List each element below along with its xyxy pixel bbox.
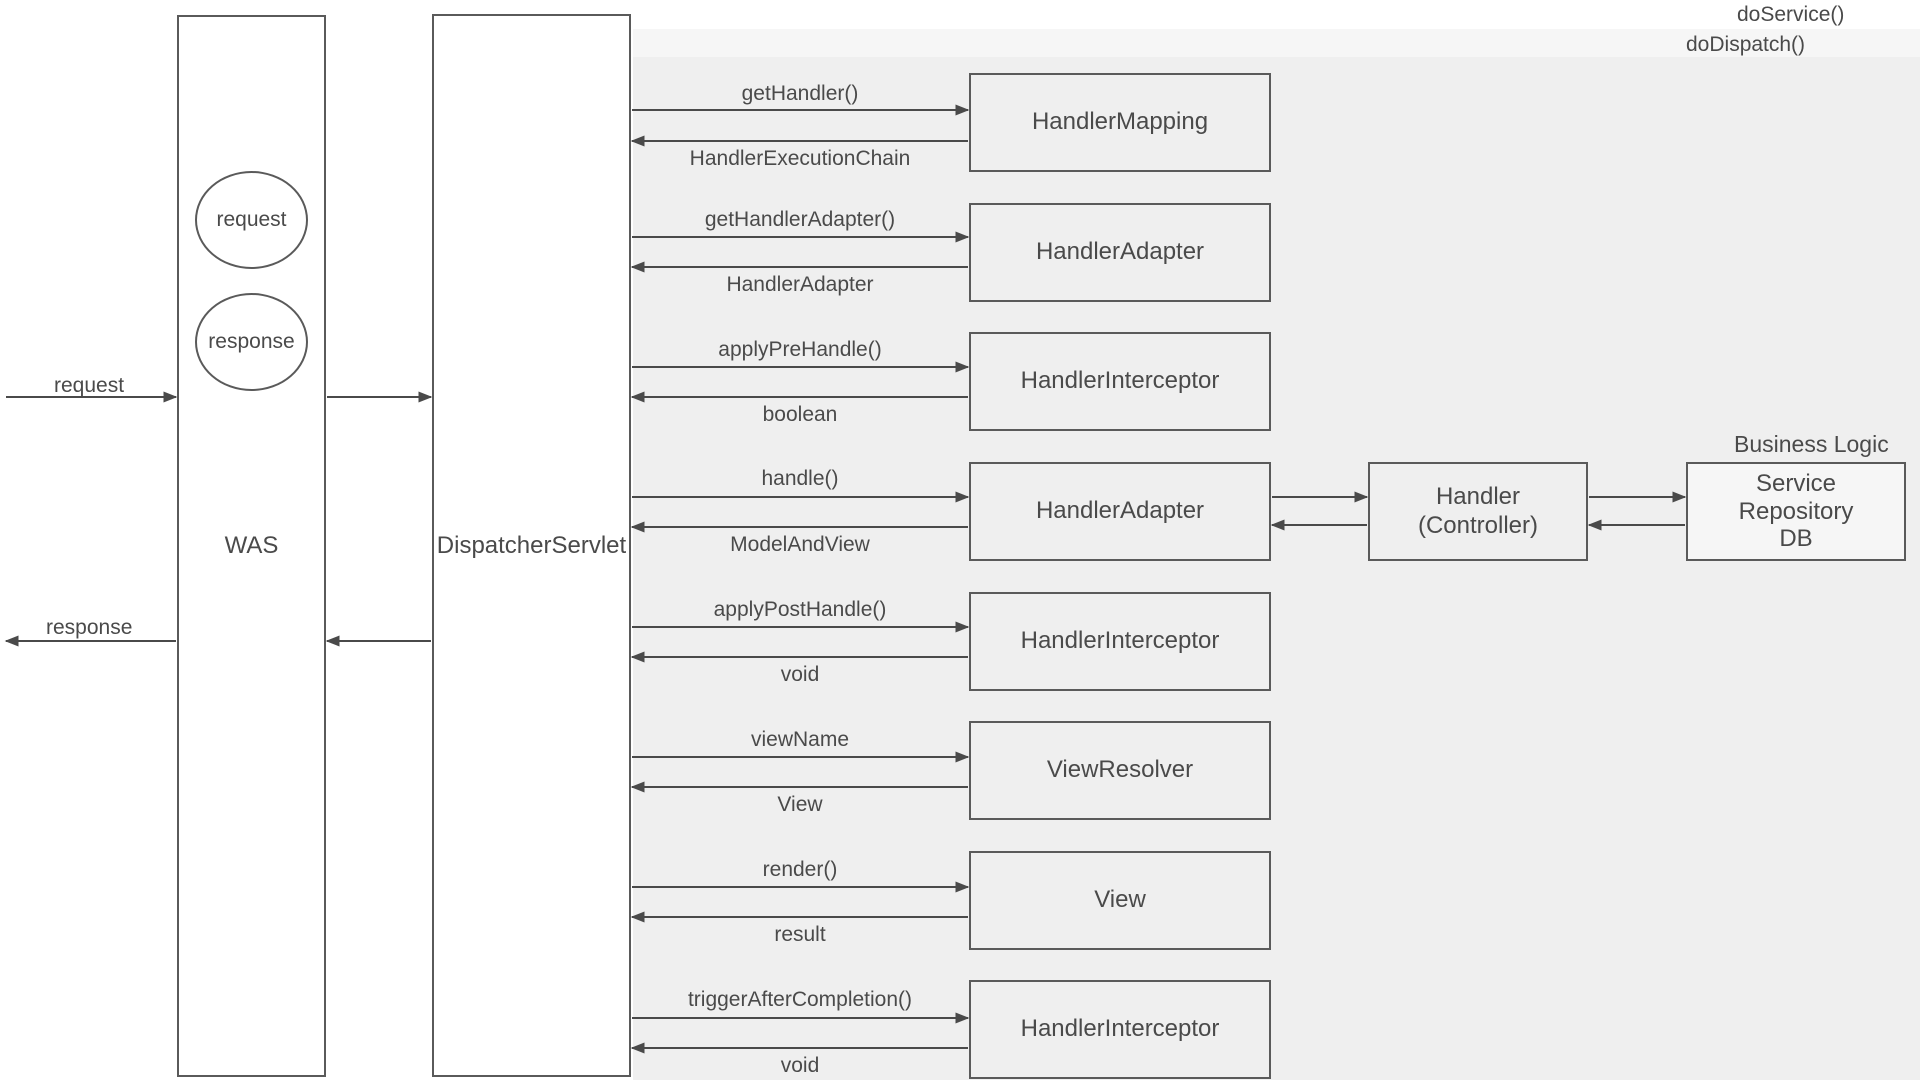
incoming-request-label: request bbox=[54, 374, 125, 397]
step-5-result-label: void bbox=[780, 663, 820, 686]
step-7-result-label: result bbox=[774, 923, 826, 946]
was-label: WAS bbox=[224, 532, 279, 559]
handler-label: Handler bbox=[1435, 482, 1521, 510]
step-7-call-label: render() bbox=[762, 858, 838, 881]
view-resolver-box: ViewResolver bbox=[969, 721, 1271, 820]
request-object-label: request bbox=[216, 208, 287, 231]
step-1-call-label: getHandler() bbox=[741, 82, 859, 105]
step-4-component-label: HandlerAdapter bbox=[1035, 497, 1205, 525]
handler-controller-box: Handler (Controller) bbox=[1368, 462, 1588, 561]
dispatcher-servlet-label: DispatcherServlet bbox=[436, 531, 627, 559]
step-6-component-label: ViewResolver bbox=[1046, 756, 1194, 784]
outgoing-response-label: response bbox=[46, 616, 133, 639]
after-completion-interceptor-box: HandlerInterceptor bbox=[969, 980, 1271, 1079]
step-4-result-label: ModelAndView bbox=[730, 533, 870, 556]
step-8-result-label: void bbox=[780, 1054, 820, 1077]
handler-adapter-handle-box: HandlerAdapter bbox=[969, 462, 1271, 561]
do-dispatch-region bbox=[633, 57, 1920, 1080]
step-3-call-label: applyPreHandle() bbox=[718, 338, 882, 361]
do-service-label: doService() bbox=[1737, 3, 1845, 26]
step-6-call-label: viewName bbox=[750, 728, 850, 751]
dispatcher-servlet: DispatcherServlet bbox=[432, 14, 631, 1077]
db-label: DB bbox=[1779, 525, 1813, 553]
handler-adapter-lookup-box: HandlerAdapter bbox=[969, 203, 1271, 302]
business-logic-box: Service Repository DB bbox=[1686, 462, 1906, 561]
step-6-result-label: View bbox=[777, 793, 823, 816]
service-label: Service bbox=[1755, 470, 1837, 498]
do-dispatch-label: doDispatch() bbox=[1686, 33, 1806, 56]
business-logic-label: Business Logic bbox=[1734, 431, 1889, 457]
response-object: response bbox=[195, 293, 308, 391]
response-object-label: response bbox=[208, 330, 295, 353]
step-1-component-label: HandlerMapping bbox=[1031, 108, 1209, 136]
step-8-call-label: triggerAfterCompletion() bbox=[687, 988, 913, 1011]
step-4-call-label: handle() bbox=[761, 467, 839, 490]
was-container: WAS bbox=[177, 15, 326, 1077]
step-1-result-label: HandlerExecutionChain bbox=[689, 147, 911, 170]
view-box: View bbox=[969, 851, 1271, 950]
step-2-component-label: HandlerAdapter bbox=[1035, 238, 1205, 266]
repository-label: Repository bbox=[1738, 497, 1854, 525]
handler-mapping-box: HandlerMapping bbox=[969, 73, 1271, 172]
request-object: request bbox=[195, 171, 308, 269]
step-7-component-label: View bbox=[1094, 886, 1146, 914]
step-2-result-label: HandlerAdapter bbox=[726, 273, 874, 296]
post-handle-interceptor-box: HandlerInterceptor bbox=[969, 592, 1271, 691]
step-3-component-label: HandlerInterceptor bbox=[1020, 367, 1220, 395]
step-8-component-label: HandlerInterceptor bbox=[1020, 1015, 1220, 1043]
pre-handle-interceptor-box: HandlerInterceptor bbox=[969, 332, 1271, 431]
step-2-call-label: getHandlerAdapter() bbox=[704, 208, 896, 231]
step-3-result-label: boolean bbox=[762, 403, 838, 426]
step-5-call-label: applyPostHandle() bbox=[713, 598, 887, 621]
step-5-component-label: HandlerInterceptor bbox=[1020, 627, 1220, 655]
controller-label: (Controller) bbox=[1417, 511, 1539, 539]
